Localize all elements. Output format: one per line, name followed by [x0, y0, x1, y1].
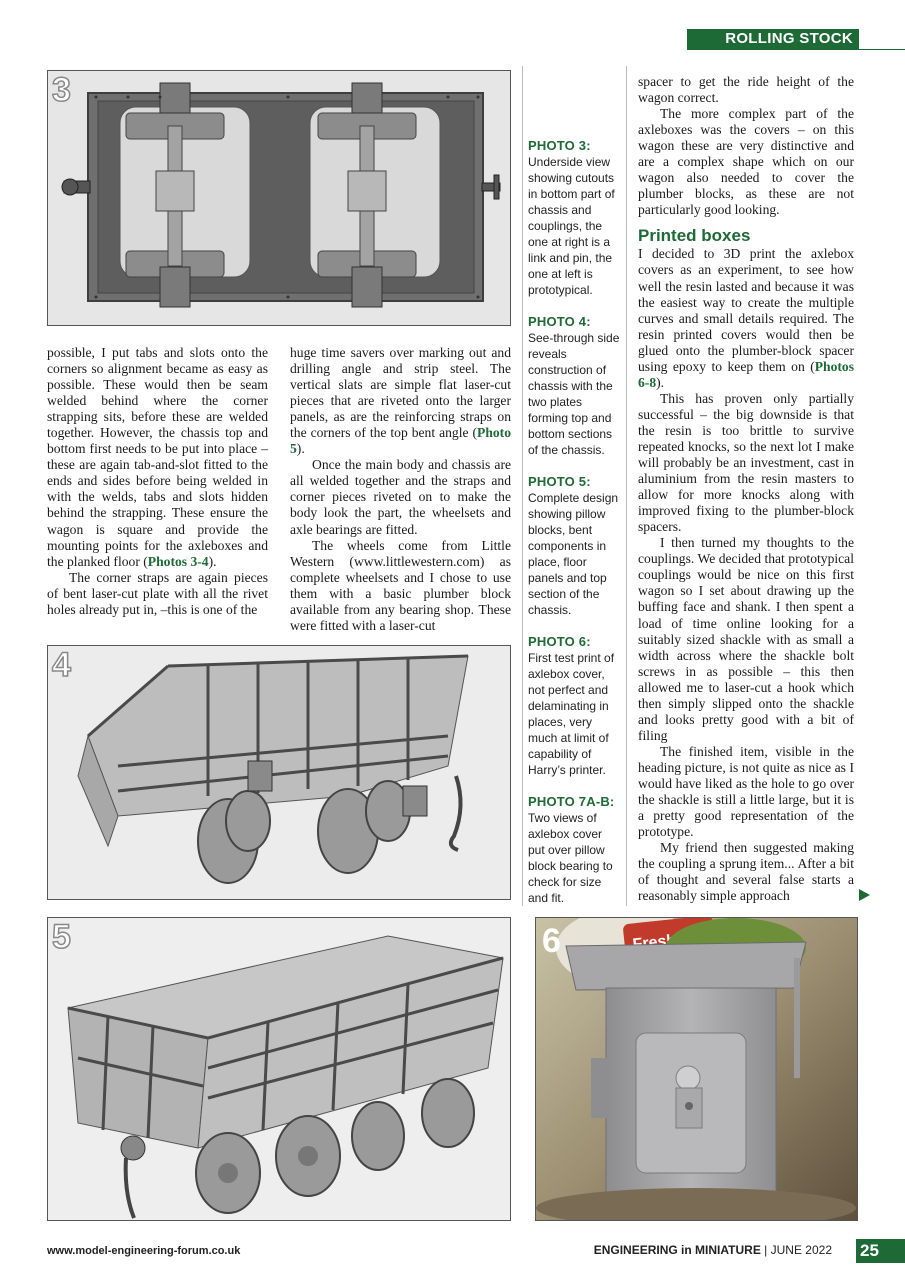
column-2-paragraph-2: Once the main body and chassis are all w… [290, 457, 511, 537]
column-4-paragraph-1: spacer to get the ride height of the wag… [638, 74, 854, 106]
article-column-1: possible, I put tabs and slots onto the … [47, 345, 268, 618]
photo-3-number: 3 [51, 71, 71, 109]
column-divider [626, 66, 627, 906]
column-4-paragraph-7: My friend then suggested making the coup… [638, 840, 854, 904]
caption-photo-4: PHOTO 4: See-through side reveals constr… [528, 314, 620, 457]
wagon-complete-design-drawing [67, 935, 504, 1219]
column-4-paragraph-2: The more complex part of the axleboxes w… [638, 106, 854, 218]
continued-arrow-icon [859, 889, 870, 901]
article-column-2: huge time savers over marking out and dr… [290, 345, 511, 634]
subheading-printed-boxes: Printed boxes [638, 226, 751, 246]
column-4-paragraph-5: I then turned my thoughts to the couplin… [638, 535, 854, 743]
caption-photo-6: PHOTO 6: First test print of axlebox cov… [528, 634, 615, 777]
photo-4: 4 [47, 645, 511, 900]
captions-column: PHOTO 3: Underside view showing cutouts … [528, 138, 622, 922]
photo-6: Freshona 6 [535, 917, 858, 1221]
caption-photo-5: PHOTO 5: Complete design showing pillow … [528, 474, 619, 617]
footer-website: www.model-engineering-forum.co.uk [47, 1245, 241, 1257]
column-4-paragraph-4: This has proven only partially successfu… [638, 390, 854, 535]
column-1-paragraph-2: The corner straps are again pieces of be… [47, 569, 268, 617]
column-1-paragraph-1: possible, I put tabs and slots onto the … [47, 345, 268, 569]
photo-5: 5 [47, 917, 511, 1221]
page-number: 25 [856, 1239, 905, 1263]
axlebox-cover-photo: Freshona [536, 918, 857, 1220]
section-rule [687, 49, 905, 50]
wagon-see-through-drawing [77, 654, 469, 884]
photo-reference: Photos 6-8 [638, 358, 854, 390]
underside-chassis-drawing [61, 82, 501, 308]
caption-photo-7: PHOTO 7A-B: Two views of axlebox cover p… [528, 794, 615, 905]
column-4-paragraph-3: I decided to 3D print the axlebox covers… [638, 246, 854, 390]
column-2-paragraph-1: huge time savers over marking out and dr… [290, 345, 511, 457]
column-4-paragraph-6: The finished item, visible in the headin… [638, 743, 854, 840]
photo-4-number: 4 [51, 646, 71, 684]
photo-reference: Photos 3-4 [147, 553, 209, 569]
article-column-4: spacer to get the ride height of the wag… [638, 74, 854, 904]
photo-3: 3 [47, 70, 511, 326]
photo-reference: Photo 5 [290, 425, 511, 457]
photo-5-number: 5 [51, 918, 71, 956]
column-divider [522, 66, 523, 906]
footer-magazine: ENGINEERING in MINIATURE | JUNE 2022 [593, 1243, 832, 1257]
section-tag: ROLLING STOCK [687, 29, 859, 49]
caption-photo-3: PHOTO 3: Underside view showing cutouts … [528, 138, 615, 297]
photo-6-number: 6 [542, 922, 561, 960]
column-2-paragraph-3: The wheels come from Little Western (www… [290, 537, 511, 633]
